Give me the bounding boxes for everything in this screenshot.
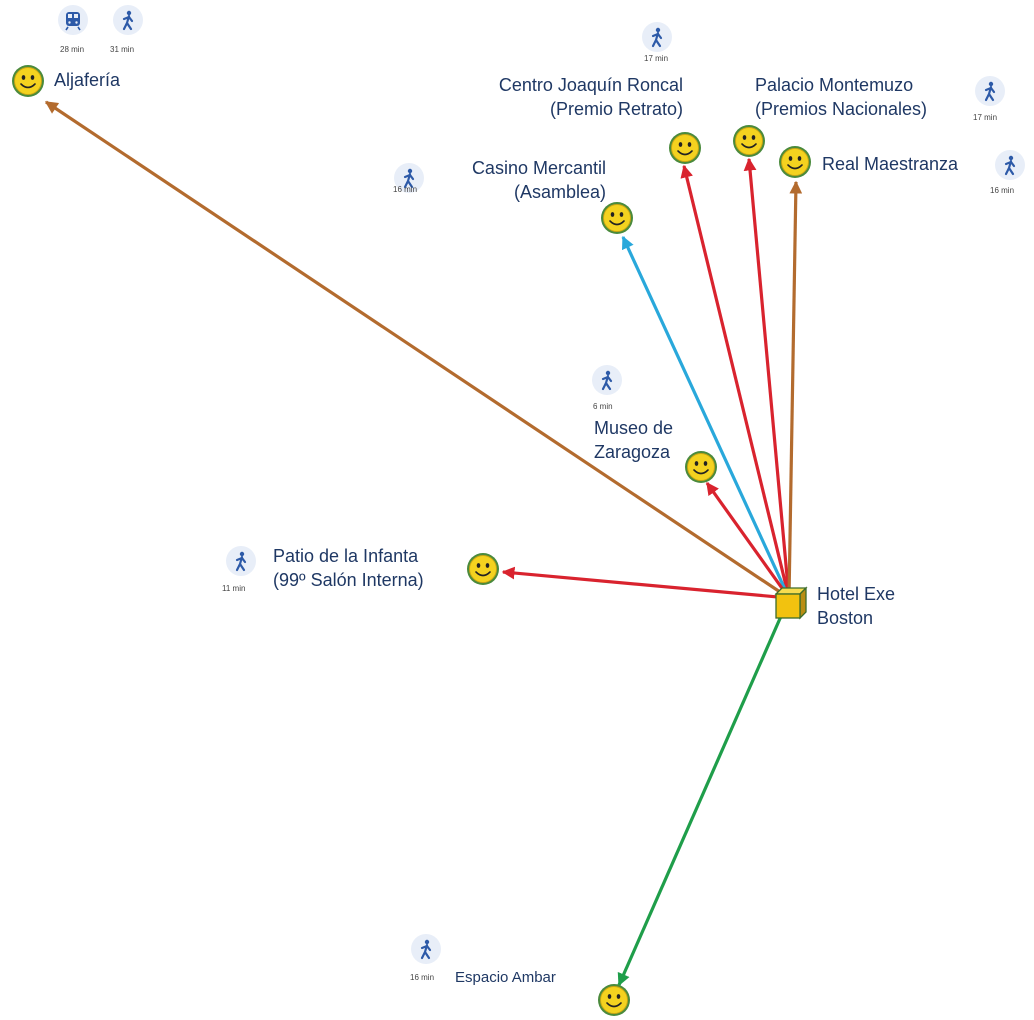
label-casino-mercantil-line2: (Asamblea): [513, 182, 606, 202]
label-real-maestranza-line1: Real Maestranza: [822, 154, 959, 174]
arrow-real-maestranza: [787, 180, 803, 599]
time-aljaferia-train: 28 min: [60, 45, 85, 54]
time-real-maestranza-walk: 16 min: [990, 186, 1015, 195]
label-espacio-ambar-line1: Espacio Ambar: [455, 969, 556, 986]
label-museo-de-zaragoza: Museo de Zaragoza: [594, 416, 673, 464]
label-centro-joaquin-roncal-line2: (Premio Retrato): [549, 99, 683, 119]
hotel-cube-icon: [774, 586, 808, 620]
arrow-espacio-ambar: [617, 597, 791, 987]
time-centro-joaquin-roncal-walk: 17 min: [644, 54, 669, 63]
hub-name-line2: Boston: [817, 608, 874, 628]
smiley-icon-aljaferia: [12, 65, 44, 97]
arrow-palacio-montemuzo: [743, 157, 791, 599]
time-palacio-montemuzo-walk: 17 min: [973, 113, 998, 122]
walk-icon-aljaferia-1: [113, 5, 143, 35]
label-patio-de-la-infanta-line2: (99º Salón Interna): [273, 570, 424, 590]
arrow-museo-de-zaragoza: [705, 481, 791, 599]
label-museo-de-zaragoza-line2: Zaragoza: [594, 442, 671, 462]
label-casino-mercantil-line1: Casino Mercantil: [471, 158, 606, 178]
smiley-icon-espacio-ambar: [598, 984, 630, 1016]
smiley-icon-centro-joaquin-roncal: [669, 132, 701, 164]
walk-icon-museo-de-zaragoza: [592, 365, 622, 395]
time-espacio-ambar-walk: 16 min: [410, 973, 435, 982]
time-patio-de-la-infanta-walk: 11 min: [222, 584, 246, 593]
arrow-centro-joaquin-roncal: [680, 164, 791, 599]
walk-icon-patio-de-la-infanta: [226, 546, 256, 576]
hub-name-line1: Hotel Exe: [817, 584, 896, 604]
time-casino-mercantil-walk: 16 min: [393, 185, 418, 194]
label-casino-mercantil: Casino Mercantil (Asamblea): [436, 156, 606, 204]
arrow-aljaferia: [44, 100, 790, 600]
train-icon-aljaferia: [58, 5, 88, 35]
smiley-icon-casino-mercantil: [601, 202, 633, 234]
label-espacio-ambar: Espacio Ambar: [455, 966, 556, 990]
walk-icon-palacio-montemuzo: [975, 76, 1005, 106]
label-palacio-montemuzo-line1: Palacio Montemuzo: [755, 75, 914, 95]
smiley-icon-museo-de-zaragoza: [685, 451, 717, 483]
label-centro-joaquin-roncal-line1: Centro Joaquín Roncal: [498, 75, 683, 95]
walk-icon-real-maestranza: [995, 150, 1025, 180]
label-centro-joaquin-roncal: Centro Joaquín Roncal (Premio Retrato): [467, 73, 683, 121]
hub-label: Hotel Exe Boston: [817, 582, 895, 630]
label-patio-de-la-infanta: Patio de la Infanta (99º Salón Interna): [273, 544, 424, 592]
smiley-icon-palacio-montemuzo: [733, 125, 765, 157]
walk-icon-centro-joaquin-roncal: [642, 22, 672, 52]
time-aljaferia-walk: 31 min: [110, 45, 135, 54]
time-museo-de-zaragoza-walk: 6 min: [593, 402, 613, 411]
smiley-icon-real-maestranza: [779, 146, 811, 178]
walk-icon-casino-mercantil: [394, 163, 424, 193]
label-palacio-montemuzo-line2: (Premios Nacionales): [755, 99, 928, 119]
label-aljaferia: Aljafería: [54, 68, 120, 92]
label-palacio-montemuzo: Palacio Montemuzo (Premios Nacionales): [755, 73, 927, 121]
label-aljaferia-line1: Aljafería: [54, 70, 121, 90]
smiley-icon-patio-de-la-infanta: [467, 553, 499, 585]
label-museo-de-zaragoza-line1: Museo de: [594, 418, 674, 438]
arrow-casino-mercantil: [621, 235, 791, 599]
arrow-patio-de-la-infanta: [501, 566, 790, 600]
walk-icon-espacio-ambar: [411, 934, 441, 964]
label-real-maestranza: Real Maestranza: [822, 152, 958, 176]
label-patio-de-la-infanta-line1: Patio de la Infanta: [273, 546, 419, 566]
